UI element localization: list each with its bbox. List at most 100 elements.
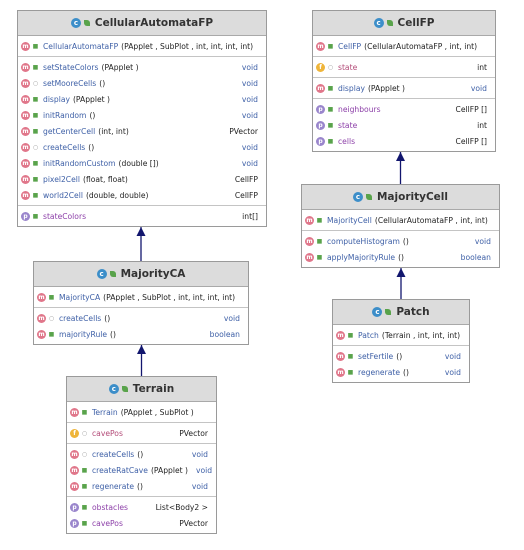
class-c-icon: c [352,192,363,202]
member-section: m■Terrain(PApplet , SubPlot ) [67,402,216,423]
method-row-majoritycell[interactable]: m■MajorityCell(CellularAutomataFP , int,… [302,212,499,228]
method-row-patch[interactable]: m■Patch(Terrain , int, int, int) [333,327,469,343]
method-row-createcells[interactable]: m○createCells()void [34,310,248,326]
method-row-createcells[interactable]: m○createCells()void [67,446,216,462]
return-type: PVector [179,428,208,438]
method-m-icon: m [305,236,314,246]
method-row-world2cell[interactable]: m■world2Cell(double, double)CellFP [18,187,266,203]
method-name: display [338,83,365,93]
parameter-list: () [402,236,409,246]
method-row-majorityca[interactable]: m■MajorityCA(PApplet , SubPlot , int, in… [34,289,248,305]
method-row-createratcave[interactable]: m■createRatCave(PApplet )void [67,462,216,478]
method-row-regenerate[interactable]: m■regenerate()void [67,478,216,494]
method-m-icon: m [70,465,79,475]
class-c-icon: c [96,269,107,279]
method-row-majorityrule[interactable]: m■majorityRule()boolean [34,326,248,342]
return-type: void [241,62,258,72]
field-name: cavePos [92,428,123,438]
method-row-pixel2cell[interactable]: m■pixel2Cell(float, float)CellFP [18,171,266,187]
class-c-icon: c [372,307,383,317]
return-type: boolean [209,329,240,339]
parameter-list: (int, int) [98,126,129,136]
method-m-icon: m [70,449,79,459]
member-section: m■CellFP(CellularAutomataFP , int, int) [313,36,495,57]
public-visibility-icon: ■ [316,253,323,261]
method-name: regenerate [92,481,135,491]
method-row-getcentercell[interactable]: m■getCenterCell(int, int)PVector [18,123,266,139]
parameter-list: (PApplet ) [150,465,188,475]
method-row-terrain[interactable]: m■Terrain(PApplet , SubPlot ) [67,404,216,420]
parameter-list: (double []) [118,158,159,168]
field-name: state [338,62,358,72]
public-leaf-icon [121,386,128,392]
public-visibility-icon: ■ [32,111,39,119]
package-visibility-icon: ○ [32,79,39,87]
method-name: createCells [43,142,86,152]
public-visibility-icon: ■ [327,42,334,50]
return-type: void [241,94,258,104]
method-row-setmoorecells[interactable]: m○setMooreCells()void [18,75,266,91]
return-type: CellFP [] [455,104,487,114]
method-row-cellularautomatafp[interactable]: m■CellularAutomataFP(PApplet , SubPlot ,… [18,38,266,54]
method-row-setfertile[interactable]: m■setFertile()void [333,348,469,364]
method-row-display[interactable]: m■display(PApplet )void [18,91,266,107]
public-visibility-icon: ■ [48,330,55,338]
package-visibility-icon: ○ [48,314,55,322]
parameter-list: (PApplet ) [101,62,139,72]
return-type: void [241,110,258,120]
parameter-list: (Terrain , int, int, int) [381,330,461,340]
class-c-icon: c [108,384,119,394]
method-row-initrandomcustom[interactable]: m■initRandomCustom(double [])void [18,155,266,171]
return-type: CellFP [234,190,258,200]
member-section: m■MajorityCell(CellularAutomataFP , int,… [302,210,499,231]
parameter-list: (PApplet ) [72,94,110,104]
property-p-icon: p [70,518,79,528]
method-row-computehistogram[interactable]: m■computeHistogram()void [302,233,499,249]
method-row-cellfp[interactable]: m■CellFP(CellularAutomataFP , int, int) [313,38,495,54]
public-visibility-icon: ■ [81,519,88,527]
parameter-list: (PApplet , SubPlot ) [120,407,194,417]
method-row-display[interactable]: m■display(PApplet )void [313,80,495,96]
method-m-icon: m [21,78,30,88]
method-m-icon: m [37,329,46,339]
public-visibility-icon: ■ [32,175,39,183]
property-p-icon: p [316,104,325,114]
parameter-list: () [99,78,106,88]
method-row-setstatecolors[interactable]: m■setStateColors(PApplet )void [18,59,266,75]
method-name: getCenterCell [43,126,96,136]
return-type: CellFP [] [455,136,487,146]
method-row-initrandom[interactable]: m■initRandom()void [18,107,266,123]
method-row-createcells[interactable]: m○createCells()void [18,139,266,155]
method-m-icon: m [21,94,30,104]
method-m-icon: m [21,174,30,184]
parameter-list: (CellularAutomataFP , int, int) [374,215,488,225]
method-row-applymajorityrule[interactable]: m■applyMajorityRule()boolean [302,249,499,265]
return-type: void [444,367,461,377]
method-name: CellFP [338,41,362,51]
parameter-list: () [89,110,96,120]
package-visibility-icon: ○ [81,429,88,437]
method-row-regenerate[interactable]: m■regenerate()void [333,364,469,380]
